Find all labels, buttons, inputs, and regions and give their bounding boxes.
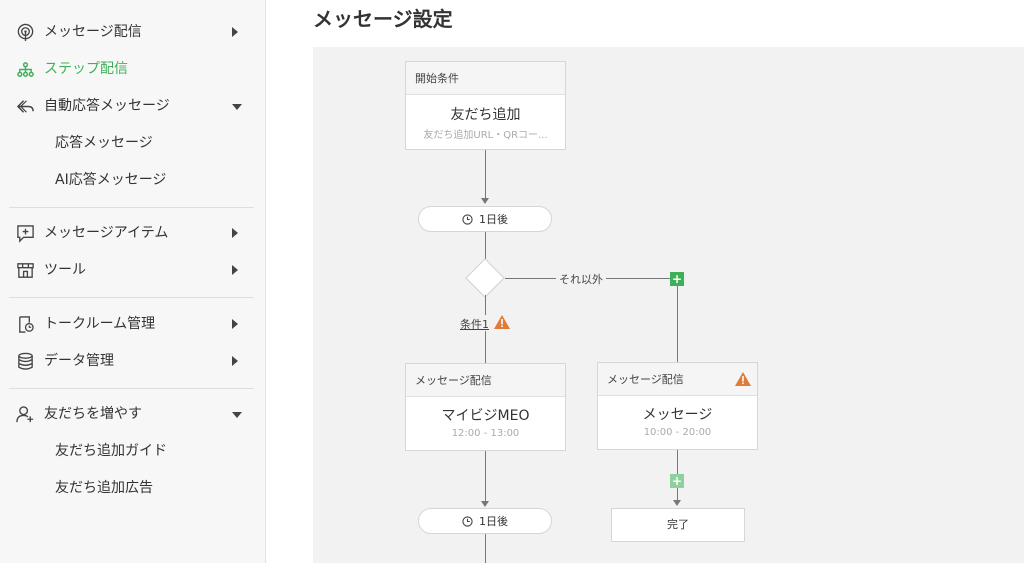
chevron-right-icon [232,265,238,275]
message-card-right[interactable]: メッセージ配信 メッセージ 10:00 - 20:00 [597,362,758,450]
connector-line [485,295,486,315]
sidebar-item-label: 友だち追加広告 [55,480,153,496]
page-title: メッセージ設定 [313,7,453,31]
delay-pill[interactable]: 1日後 [418,508,552,534]
sidebar-item-step-broadcast[interactable]: ステップ配信 [0,54,266,84]
sidebar-subitem-add-friend-ads[interactable]: 友だち追加広告 [0,473,266,503]
sidebar-item-message-items[interactable]: メッセージアイテム [0,218,266,248]
card-time: 10:00 - 20:00 [643,427,712,438]
sidebar-item-message-broadcast[interactable]: メッセージ配信 [0,17,266,47]
delay-label: 1日後 [479,515,508,528]
sidebar-item-label: ステップ配信 [44,61,128,77]
warning-icon [494,315,510,329]
sidebar-item-label: 友だち追加ガイド [55,443,167,459]
connector-line [485,232,486,262]
connector-line [677,488,678,500]
reply-icon [16,100,34,113]
connector-line [485,534,486,563]
sidebar-item-label: 応答メッセージ [55,135,153,151]
branch-diamond[interactable] [465,258,505,298]
add-step-button[interactable]: + [670,272,684,286]
arrow-down-icon [673,500,681,506]
sidebar-divider [9,388,254,389]
message-plus-icon [17,225,34,243]
sidebar-item-label: メッセージアイテム [44,225,169,241]
chevron-right-icon [232,27,238,37]
sidebar-item-label: AI応答メッセージ [55,172,167,188]
sidebar-item-label: 友だちを増やす [44,406,142,422]
database-icon [18,352,33,370]
sidebar-divider [9,207,254,208]
clock-icon [462,515,473,527]
sidebar-item-auto-reply[interactable]: 自動応答メッセージ [0,91,266,121]
sidebar-subitem-ai-reply-message[interactable]: AI応答メッセージ [0,165,266,195]
sidebar-item-label: データ管理 [44,353,114,369]
card-subtitle: 友だち追加URL・QRコー... [423,130,548,141]
chevron-down-icon [232,412,242,418]
chevron-right-icon [232,228,238,238]
sidebar-item-talk-room[interactable]: トークルーム管理 [0,309,266,339]
delay-pill[interactable]: 1日後 [418,206,552,232]
sidebar-item-data-management[interactable]: データ管理 [0,346,266,376]
card-header: メッセージ配信 [598,363,757,396]
complete-node[interactable]: 完了 [611,508,745,542]
card-time: 12:00 - 13:00 [451,428,520,439]
delay-label: 1日後 [479,213,508,226]
flow-canvas: 開始条件 友だち追加 友だち追加URL・QRコー... 1日後 それ以外 + 条… [313,47,1024,563]
card-title: 友だち追加 [450,107,521,123]
connector-line [485,451,486,503]
arrow-down-icon [481,501,489,507]
sidebar-item-tools[interactable]: ツール [0,255,266,285]
add-friend-icon [16,406,34,423]
chevron-down-icon [232,104,242,110]
connector-line [485,150,486,200]
card-title: メッセージ [642,407,713,423]
start-condition-card[interactable]: 開始条件 友だち追加 友だち追加URL・QRコー... [405,61,566,150]
add-step-button[interactable]: + [670,474,684,488]
sidebar-subitem-add-friend-guide[interactable]: 友だち追加ガイド [0,436,266,466]
connector-line [485,331,486,363]
card-header: 開始条件 [406,62,565,95]
card-title: マイビジMEO [441,408,530,424]
chevron-right-icon [232,319,238,329]
chevron-right-icon [232,356,238,366]
else-label: それ以外 [556,271,606,287]
clock-icon [462,213,473,225]
sidebar-item-label: 自動応答メッセージ [44,98,170,114]
card-header: メッセージ配信 [406,364,565,397]
sidebar: メッセージ配信 ステップ配信 自動応答メッセージ 応答メッセージ [0,0,266,563]
step-tree-icon [17,62,34,77]
chat-room-icon [19,316,34,333]
sidebar-divider [9,297,254,298]
connector-line [677,286,678,362]
broadcast-icon [17,23,34,42]
sidebar-subitem-reply-message[interactable]: 応答メッセージ [0,128,266,158]
arrow-down-icon [481,198,489,204]
connector-line [677,450,678,474]
sidebar-item-label: トークルーム管理 [44,316,156,332]
warning-icon [735,372,751,386]
sidebar-item-label: ツール [44,262,86,278]
store-icon [17,263,34,278]
message-card-left[interactable]: メッセージ配信 マイビジMEO 12:00 - 13:00 [405,363,566,451]
sidebar-item-label: メッセージ配信 [44,24,142,40]
sidebar-item-add-friends[interactable]: 友だちを増やす [0,399,266,429]
condition-link[interactable]: 条件1 [460,318,489,331]
